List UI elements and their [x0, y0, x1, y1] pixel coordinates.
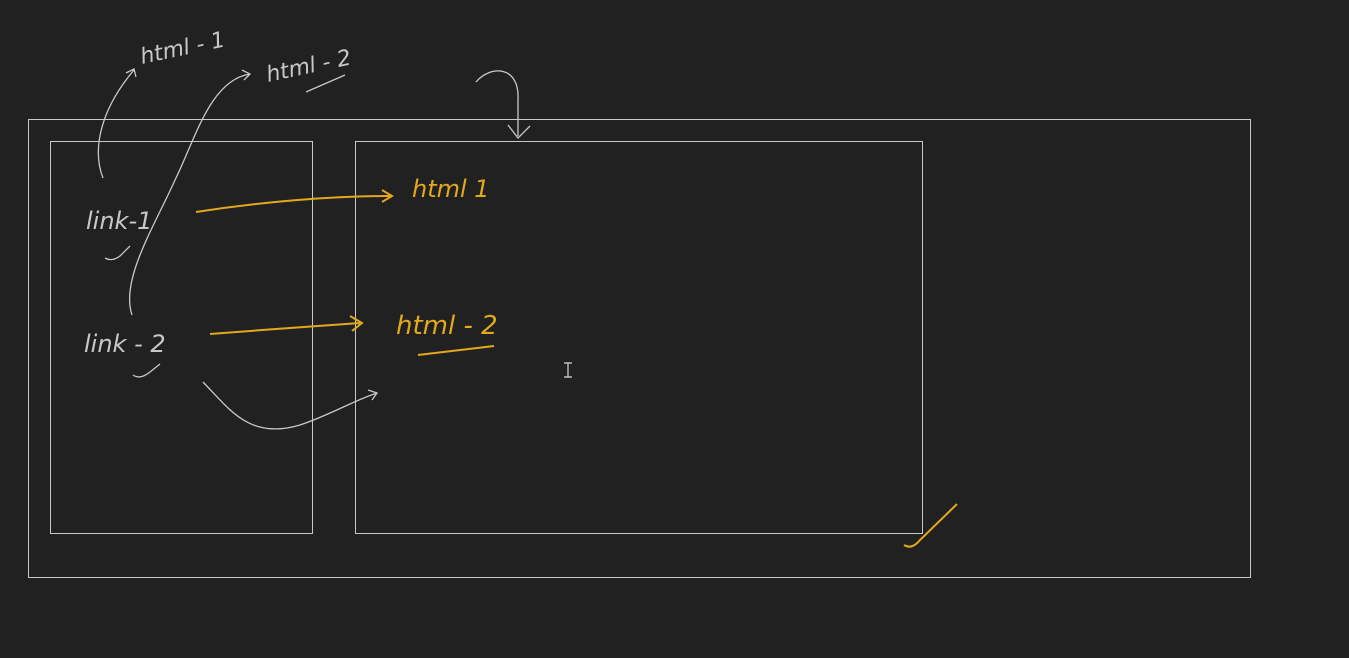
html1-top-label: html - 1: [138, 28, 227, 70]
yellow-checkmark: [903, 503, 958, 548]
arrow-link2-to-frame: [202, 381, 379, 430]
yellow-arrow-link2: [209, 315, 364, 335]
right-frame: [355, 141, 923, 534]
link2-check: [132, 363, 161, 378]
left-frame: [50, 141, 313, 534]
arrow-into-right-frame: [475, 70, 531, 139]
yellow-arrow-link1: [195, 189, 394, 213]
arrow-link1-to-html1: [97, 68, 137, 179]
html2-top-label: html - 2: [264, 46, 353, 88]
link1-check: [104, 245, 131, 261]
html2-frame-underline: [417, 345, 495, 356]
link2-label: link - 2: [84, 330, 166, 358]
arrow-link2-to-html2: [128, 69, 252, 316]
html2-frame-label: html - 2: [396, 311, 498, 341]
link1-label: link-1: [86, 207, 152, 235]
text-cursor-icon: [564, 362, 572, 378]
html2-underline: [305, 74, 346, 93]
html1-frame-label: html 1: [412, 175, 490, 203]
outer-page-frame: [28, 119, 1251, 578]
